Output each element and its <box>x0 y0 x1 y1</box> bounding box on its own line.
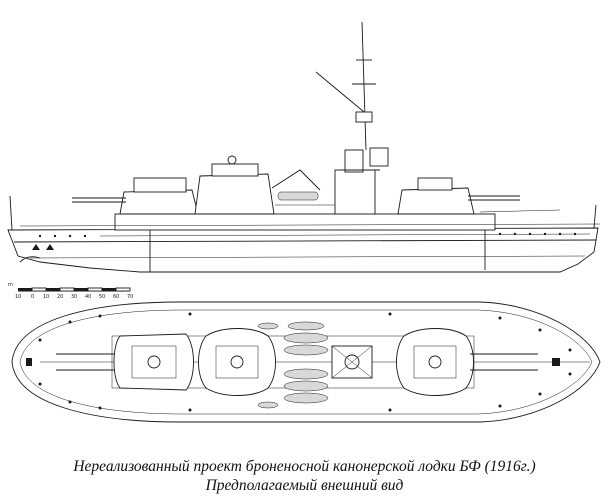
aft-turret-hatch <box>147 355 161 369</box>
bridge-tower <box>334 169 376 215</box>
funnel <box>344 149 364 173</box>
scale-tick-label: 40 <box>85 294 91 300</box>
scale-tick-label: 50 <box>99 294 105 300</box>
portholes <box>38 232 577 238</box>
boat <box>283 380 329 392</box>
jackstaff-bow <box>593 204 597 229</box>
scale-unit: m <box>8 282 13 288</box>
boat <box>257 322 279 330</box>
aft-turret-top <box>133 177 187 193</box>
scale-tick-label: 10 <box>43 294 49 300</box>
anchor-bow-2 <box>46 244 54 250</box>
boat <box>283 368 329 380</box>
searchlight-platform <box>355 111 373 123</box>
deck-plan-view <box>11 301 601 423</box>
boat-crane <box>271 169 321 191</box>
scale-tick-label: 60 <box>113 294 119 300</box>
boat <box>287 321 325 331</box>
mast-gaff <box>315 71 365 113</box>
scale-bar: m 10 0 10 20 30 40 50 60 70 <box>8 282 133 300</box>
mid-turret-side <box>194 173 275 215</box>
flagstaff-stern <box>9 195 13 231</box>
hull-side <box>7 227 599 273</box>
deck-fittings <box>26 312 572 412</box>
caption-title: Нереализованный проект броненосной канон… <box>73 458 536 475</box>
boat <box>283 344 329 356</box>
mid-turret-hatch <box>230 355 244 369</box>
fwd-turret-side <box>397 187 475 215</box>
fwd-turret-hatch <box>428 355 442 369</box>
boat <box>283 392 329 404</box>
scale-tick-label: 10 <box>15 294 21 300</box>
main-mast <box>361 21 367 151</box>
boat <box>283 332 329 344</box>
anchor-bow <box>32 244 40 250</box>
fwd-turret-top <box>417 177 453 191</box>
aft-turret-side <box>119 189 199 215</box>
mid-turret-top <box>211 163 259 177</box>
superstructure-deck <box>114 213 496 231</box>
side-elevation-view <box>7 21 601 273</box>
waterline <box>29 255 586 259</box>
scale-tick-label: 70 <box>127 294 133 300</box>
scale-tick-label: 30 <box>71 294 77 300</box>
ship-drawing: m 10 0 10 20 30 40 50 60 70 <box>7 21 601 423</box>
ram-bow <box>19 256 41 263</box>
sheer-line <box>13 239 597 243</box>
scale-tick-label: 20 <box>57 294 63 300</box>
mid-turret-rangefinder <box>227 155 237 165</box>
railing <box>19 223 601 227</box>
deck-inner-outline <box>19 309 593 415</box>
caption-subtitle: Предполагаемый внешний вид <box>205 477 404 494</box>
conning-station <box>369 147 389 167</box>
boat <box>257 401 279 409</box>
ship-boat <box>277 191 319 201</box>
deck-boats <box>257 321 329 409</box>
scale-tick-label: 0 <box>31 294 34 300</box>
